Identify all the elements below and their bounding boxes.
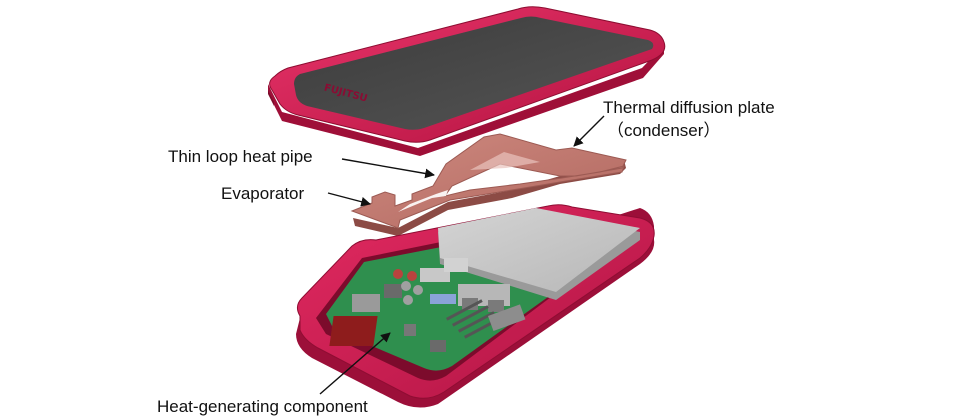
arrow-heat-generating-component: [319, 332, 391, 395]
thermal-plate: [438, 208, 640, 300]
label-thin-loop-heat-pipe: Thin loop heat pipe: [168, 147, 313, 166]
heat-generating-component-chip: [329, 316, 378, 346]
arrow-thin-loop-heat-pipe: [341, 158, 435, 179]
leader-lines: [319, 115, 605, 395]
display-screen: [294, 16, 654, 130]
back-case: [296, 204, 655, 408]
evaporator: [350, 133, 627, 229]
label-heat-generating-component: Heat-generating component: [157, 397, 368, 416]
display-case: FUJITSU: [268, 6, 666, 156]
label-condenser: （condenser）: [607, 121, 721, 140]
thin-loop-heat-pipe: [350, 133, 627, 236]
label-evaporator: Evaporator: [221, 184, 305, 203]
components: [329, 258, 526, 352]
label-thermal-diffusion-plate: Thermal diffusion plate: [603, 98, 775, 117]
arrow-thermal-diffusion-plate: [573, 115, 605, 147]
arrow-evaporator: [327, 192, 371, 207]
